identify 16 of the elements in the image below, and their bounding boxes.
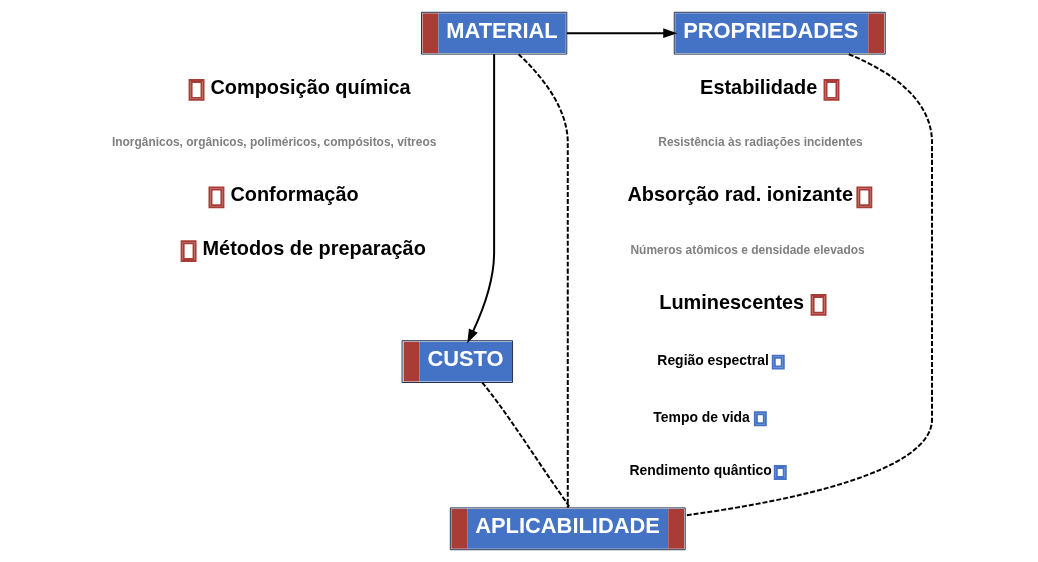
label: Região espectral (656, 351, 769, 368)
label: Números atômicos e densidade elevados (629, 242, 865, 257)
label: Composição química (209, 75, 411, 98)
label: Estabilidade (699, 75, 817, 98)
label: Resistência às radiações incidentes (657, 135, 863, 150)
label: Absorção rad. ionizante (626, 183, 853, 206)
label: Inorgânicos, orgânicos, poliméricos, compósitos, vítreos (111, 135, 436, 150)
arrow (565, 28, 677, 39)
connector (517, 53, 569, 509)
label: Luminescentes (658, 290, 804, 313)
label: Conformação (229, 183, 359, 206)
connector (480, 381, 571, 509)
label: Métodos de preparação (202, 237, 426, 260)
label: Tempo de vida (652, 408, 750, 425)
label: Rendimento quântico (628, 462, 772, 479)
arrow (466, 53, 495, 344)
